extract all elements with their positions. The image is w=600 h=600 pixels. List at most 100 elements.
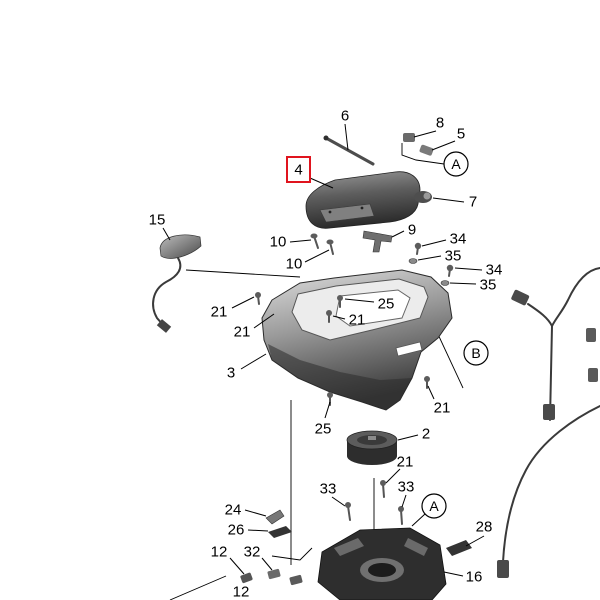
guide-lines [169,143,464,600]
part-clip-upper [403,133,415,142]
part-screw-34-lower [446,264,454,277]
callout-4-selected[interactable]: 4 [294,162,302,179]
leader-line [465,535,485,547]
leader-line [449,282,477,285]
screw-head [446,264,454,272]
part-washer-35-lower [440,280,450,286]
callout-7[interactable]: 7 [469,194,477,211]
reference-mark-a-bottom: A [421,493,447,519]
reference-circle [443,151,469,177]
harness-wire [502,405,600,563]
callout-10-lower[interactable]: 10 [286,256,303,273]
leader-line [391,230,405,238]
guide-line [271,547,313,561]
screw-head [345,502,351,508]
callout-12-lower[interactable]: 12 [233,584,250,600]
leader-line [397,434,419,441]
reference-label: A [451,156,461,172]
callout-34-upper[interactable]: 34 [450,231,467,248]
selected-callout-highlight [286,156,311,183]
callout-8[interactable]: 8 [436,115,444,132]
part-screw-33-left [345,502,351,521]
leader-line [417,255,442,261]
leader-line [432,197,465,203]
leader-line [229,557,245,575]
callout-12-upper[interactable]: 12 [211,544,228,561]
callout-35-lower[interactable]: 35 [480,277,497,294]
part-hinge [414,191,432,203]
leader-line [244,509,267,517]
screw-head [414,242,422,250]
part-lid [305,171,421,229]
reference-circle [463,340,489,366]
callout-33-left[interactable]: 33 [320,481,337,498]
callout-35-upper[interactable]: 35 [445,248,462,265]
callout-25-upper[interactable]: 25 [378,296,395,313]
reference-label: A [429,498,439,514]
callout-21-lower[interactable]: 21 [397,454,414,471]
leader-line [413,130,437,138]
part-screw-21-left [255,292,261,305]
part-clip-12-upper [240,572,253,584]
part-screw-34-upper [414,242,422,255]
part-wire-harness [497,267,600,578]
callout-10-upper[interactable]: 10 [270,234,287,251]
part-cover [261,269,453,411]
leader-line [401,494,407,508]
harness-wire [549,267,600,421]
callout-21-left-lower[interactable]: 21 [234,324,251,341]
callout-21-left[interactable]: 21 [211,304,228,321]
screw-head [255,292,261,298]
callout-32[interactable]: 32 [244,544,261,561]
leader-line [324,401,331,419]
leader-line [427,385,435,400]
callout-5[interactable]: 5 [457,126,465,143]
reference-label: B [471,345,480,361]
part-filler-cap [346,430,398,465]
leader-line [344,123,349,151]
part-screw-21-lower [380,480,386,498]
screw-head [337,295,343,301]
callout-21-center[interactable]: 21 [349,312,366,329]
callout-28[interactable]: 28 [476,519,493,536]
cap-key [368,436,376,440]
part-connector-32b [289,574,303,586]
callout-33-right[interactable]: 33 [398,479,415,496]
callout-9[interactable]: 9 [408,222,416,239]
leader-line [289,239,312,243]
sensor-wire [152,257,182,327]
callout-2[interactable]: 2 [422,426,430,443]
plate-hole [368,563,396,577]
harness-wire [527,303,553,327]
part-pad-26 [268,526,292,538]
screw-head [424,376,430,382]
callout-3[interactable]: 3 [227,365,235,382]
reference-mark-a-top: A [443,151,469,177]
callout-25-lower[interactable]: 25 [315,421,332,438]
rod-shaft [324,136,375,166]
lid-body [305,171,421,229]
part-bolt-upper [310,233,319,249]
part-screw-21-center [326,310,332,323]
callout-34-lower[interactable]: 34 [486,262,503,279]
callout-24[interactable]: 24 [225,502,242,519]
leader-line [421,239,447,247]
leader-line [331,496,346,507]
screw-head [398,506,404,512]
leader-line [231,296,255,309]
cover-tab [395,341,423,357]
reference-circle [421,493,447,519]
leader-lines [162,123,485,577]
bolt-head [310,233,318,239]
harness-connector [497,560,509,578]
screw-shank [347,505,351,521]
callout-16[interactable]: 16 [466,569,483,586]
callout-15[interactable]: 15 [149,212,166,229]
callout-6[interactable]: 6 [341,108,349,125]
leader-line [304,249,330,263]
lid-pad [319,203,375,223]
callout-21-right[interactable]: 21 [434,400,451,417]
callout-26[interactable]: 26 [228,522,245,539]
part-bottom-plate [317,527,447,600]
part-pad-28 [446,540,472,556]
